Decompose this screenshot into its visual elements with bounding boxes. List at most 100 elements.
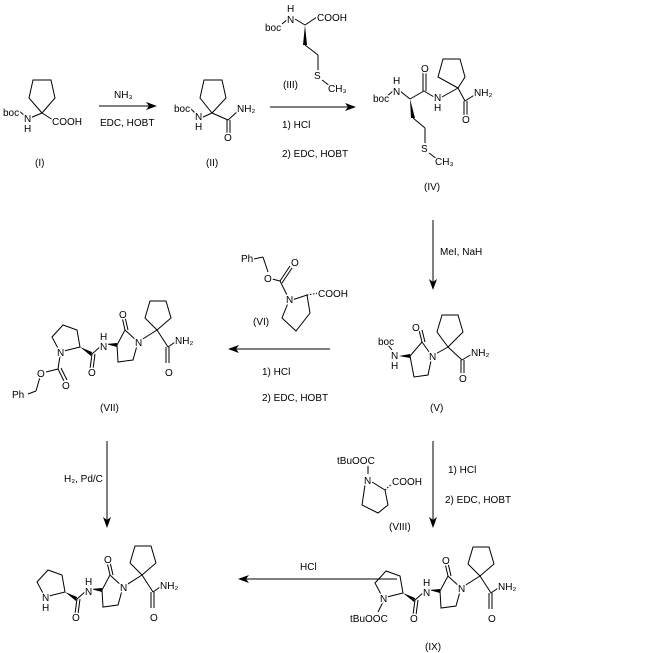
- atom-n: N: [135, 338, 142, 349]
- compound-IV: boc N H O N H NH₂ O S CH₃ (IV): [372, 58, 494, 195]
- atom-o: O: [264, 274, 272, 285]
- atom-n: N: [364, 476, 371, 487]
- reagent-label: 1) HCl: [282, 120, 310, 131]
- reagent-label: 1) HCl: [448, 465, 476, 476]
- reagent-label: HCl: [300, 562, 317, 573]
- atom-o: O: [88, 368, 96, 379]
- atom-boc: boc: [3, 108, 19, 119]
- compound-II: boc N H NH₂ O (II): [173, 79, 257, 171]
- reagent-label: NH₃: [114, 90, 133, 101]
- atom-h: H: [24, 124, 31, 135]
- atom-ch3: CH₃: [328, 84, 347, 95]
- atom-o: O: [150, 613, 158, 624]
- atom-o: O: [119, 310, 127, 321]
- atom-h: H: [85, 577, 92, 588]
- atom-o: O: [412, 323, 420, 334]
- atom-n: N: [458, 584, 465, 595]
- atom-h: H: [42, 603, 49, 614]
- atom-o: O: [62, 381, 70, 392]
- final-product: N H O N H O N NH₂ O: [36, 545, 180, 626]
- compound-label-II: (II): [206, 158, 218, 169]
- atom-h: H: [393, 76, 400, 87]
- compound-I: boc N H COOH (I): [2, 79, 84, 171]
- atom-tbuooc: tBuOOC: [337, 456, 375, 467]
- reagent-label: 2) EDC, HOBT: [282, 149, 348, 160]
- atom-nh2: NH₂: [175, 336, 193, 347]
- atom-n: N: [380, 594, 387, 605]
- atom-nh2: NH₂: [160, 581, 178, 592]
- compound-label-IX: (IX): [425, 642, 441, 653]
- atom-ph: Ph: [12, 390, 24, 401]
- atom-n: N: [429, 352, 436, 363]
- atom-o: O: [37, 369, 45, 380]
- atom-nh2: NH₂: [237, 104, 255, 115]
- atom-s: S: [421, 144, 428, 155]
- atom-o: O: [165, 368, 173, 379]
- atom-n: N: [434, 93, 441, 104]
- compound-VII: N O N H O N NH₂ O O O Ph (VII): [11, 300, 195, 416]
- compound-label-VII: (VII): [100, 403, 119, 414]
- atom-o: O: [462, 115, 470, 126]
- atom-n: N: [287, 15, 294, 26]
- reagent-label: H₂, Pd/C: [64, 474, 103, 485]
- atom-nh2: NH₂: [474, 88, 492, 99]
- atom-boc: boc: [373, 94, 389, 105]
- compound-III: boc N H COOH S CH₃ (III): [264, 3, 349, 97]
- compound-V: boc N H O N NH₂ O (V): [377, 314, 491, 416]
- atom-o: O: [224, 133, 232, 144]
- atom-tbuooc: tBuOOC: [350, 614, 388, 625]
- compound-label-III: (III): [283, 80, 298, 91]
- reaction-arrow-7: HCl: [238, 561, 397, 583]
- atom-o: O: [72, 613, 80, 624]
- reaction-arrow-3: MeI, NaH: [429, 220, 484, 290]
- reagent-label: 2) EDC, HOBT: [445, 495, 511, 506]
- atom-ch3: CH₃: [435, 157, 454, 168]
- reagent-label: 2) EDC, HOBT: [262, 393, 328, 404]
- atom-h: H: [391, 361, 398, 372]
- atom-n: N: [195, 112, 202, 123]
- compound-VIII: tBuOOC N COOH (VIII): [336, 455, 424, 535]
- reaction-arrow-1: NH₃ EDC, HOBT: [99, 89, 157, 131]
- atom-nh2: NH₂: [471, 348, 489, 359]
- atom-o: O: [421, 64, 429, 75]
- compound-label-VIII: (VIII): [389, 522, 411, 533]
- atom-n: N: [393, 87, 400, 98]
- atom-ph: Ph: [241, 254, 253, 265]
- compound-label-I: (I): [35, 158, 44, 169]
- atom-o: O: [459, 374, 467, 385]
- atom-h: H: [287, 4, 294, 15]
- atom-n: N: [57, 348, 64, 359]
- atom-h: H: [100, 332, 107, 343]
- reagent-label: MeI, NaH: [440, 247, 482, 258]
- atom-boc: boc: [174, 104, 190, 115]
- atom-o: O: [410, 614, 418, 625]
- atom-o: O: [291, 258, 299, 269]
- atom-n: N: [423, 588, 430, 599]
- atom-n: N: [120, 583, 127, 594]
- atom-cooh: COOH: [392, 477, 422, 488]
- compound-label-VI: (VI): [253, 317, 269, 328]
- atom-h: H: [423, 578, 430, 589]
- atom-n: N: [286, 295, 293, 306]
- atom-cooh: COOH: [52, 117, 82, 128]
- compound-label-IV: (IV): [424, 182, 440, 193]
- atom-cooh: COOH: [317, 13, 347, 24]
- atom-h: H: [195, 122, 202, 133]
- reagent-label: EDC, HOBT: [100, 118, 154, 129]
- atom-h: H: [434, 103, 441, 114]
- atom-nh2: NH₂: [498, 582, 516, 593]
- atom-n: N: [42, 593, 49, 604]
- atom-cooh: COOH: [318, 289, 348, 300]
- atom-s: S: [314, 71, 321, 82]
- compound-VI: Ph O O N COOH (VI): [240, 253, 350, 332]
- reaction-arrow-5: H₂, Pd/C: [63, 441, 111, 528]
- atom-boc: boc: [265, 23, 281, 34]
- atom-o: O: [104, 555, 112, 566]
- reaction-arrow-4: 1) HCl 2) EDC, HOBT: [228, 345, 330, 406]
- atom-n: N: [391, 351, 398, 362]
- reagent-label: 1) HCl: [262, 367, 290, 378]
- reaction-arrow-6: 1) HCl 2) EDC, HOBT: [429, 441, 513, 528]
- atom-n: N: [85, 587, 92, 598]
- atom-n: N: [24, 114, 31, 125]
